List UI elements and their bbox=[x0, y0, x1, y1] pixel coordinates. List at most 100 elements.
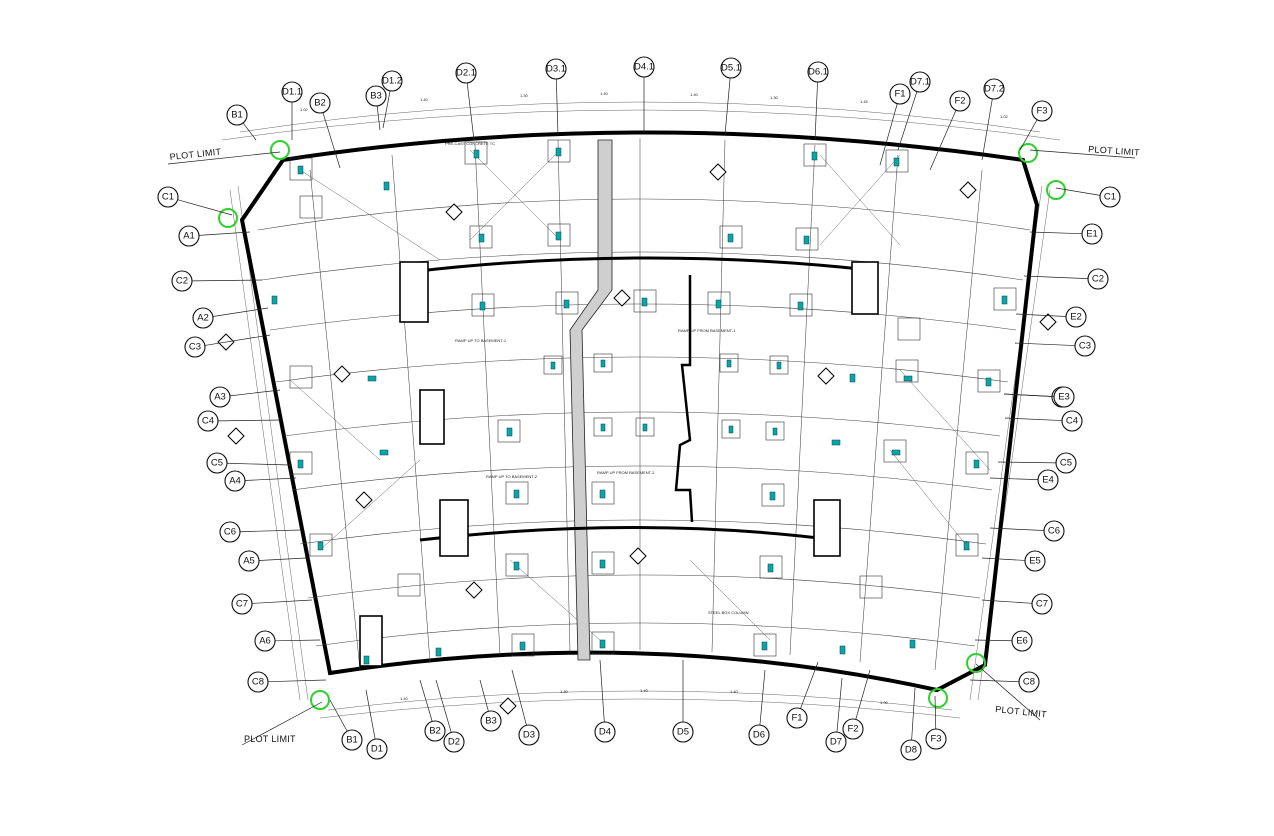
svg-text:D7.2: D7.2 bbox=[984, 84, 1004, 95]
grid-bubble-e5: E5 bbox=[981, 550, 1046, 572]
grid-bubble-e2: E2 bbox=[1015, 306, 1087, 328]
svg-text:F1: F1 bbox=[894, 89, 905, 100]
svg-text:A2: A2 bbox=[197, 313, 209, 324]
section-markers bbox=[217, 163, 1057, 715]
svg-text:D5.1: D5.1 bbox=[721, 63, 741, 74]
svg-text:1.40: 1.40 bbox=[690, 92, 699, 97]
svg-text:B3: B3 bbox=[370, 91, 382, 102]
svg-text:D3: D3 bbox=[523, 730, 535, 741]
grid-bubble-c6: C6 bbox=[219, 521, 301, 543]
note-steel-box-column: STEEL BOX COLUMN bbox=[708, 610, 749, 615]
grid-bubble-c2: C2 bbox=[171, 270, 263, 292]
svg-text:E2: E2 bbox=[1070, 312, 1082, 323]
columns bbox=[271, 139, 1017, 665]
grid-bubble-e1: E1 bbox=[1029, 223, 1103, 245]
plan-notes: RAMP UP TO BASEMENT-1 RAMP UP FROM BASEM… bbox=[445, 141, 749, 615]
grid-bubble-b1: B1 bbox=[329, 699, 363, 751]
grid-bubble-a6: A6 bbox=[254, 630, 321, 652]
grid-bubble-f1: F1 bbox=[879, 83, 911, 166]
svg-text:1.45: 1.45 bbox=[860, 99, 869, 104]
svg-text:E6: E6 bbox=[1016, 636, 1028, 647]
svg-text:1.30: 1.30 bbox=[560, 689, 569, 694]
grid-bubble-d4-1: D4.1 bbox=[633, 56, 655, 133]
svg-text:D4.1: D4.1 bbox=[634, 62, 654, 73]
svg-text:1.40: 1.40 bbox=[640, 688, 649, 693]
grid-bubble-d8: D8 bbox=[900, 687, 922, 761]
svg-text:F3: F3 bbox=[930, 734, 941, 745]
ramp-hatch bbox=[409, 139, 871, 661]
svg-text:C1: C1 bbox=[1104, 192, 1116, 203]
svg-text:C4: C4 bbox=[202, 416, 214, 427]
svg-text:1.40: 1.40 bbox=[400, 696, 409, 701]
grid-bubble-a3: A3 bbox=[209, 386, 281, 408]
grid-bubble-d3: D3 bbox=[511, 669, 540, 746]
svg-text:D3.1: D3.1 bbox=[546, 64, 566, 75]
grid-bubble-c8: C8 bbox=[969, 671, 1040, 693]
svg-text:A6: A6 bbox=[259, 636, 271, 647]
svg-text:E5: E5 bbox=[1029, 556, 1041, 567]
svg-text:C2: C2 bbox=[1092, 274, 1104, 285]
svg-text:C7: C7 bbox=[236, 599, 248, 610]
grid-bubble-c3: C3 bbox=[184, 334, 271, 358]
svg-text:C7: C7 bbox=[1036, 599, 1048, 610]
grid-bubble-d1-1: D1.1 bbox=[281, 81, 303, 140]
svg-text:E4: E4 bbox=[1042, 475, 1054, 486]
svg-text:B1: B1 bbox=[231, 110, 243, 121]
svg-text:D4: D4 bbox=[599, 727, 611, 738]
svg-text:D6.1: D6.1 bbox=[808, 67, 828, 78]
grid-bubble-b2: B2 bbox=[419, 679, 446, 742]
svg-text:D5: D5 bbox=[677, 727, 689, 738]
svg-text:F1: F1 bbox=[791, 713, 802, 724]
svg-text:D1: D1 bbox=[371, 744, 383, 755]
grid-bubble-b3: B3 bbox=[479, 679, 502, 732]
grid-bubble-a4: A4 bbox=[224, 470, 297, 492]
svg-text:D6: D6 bbox=[753, 730, 765, 741]
grid-bubble-c7: C7 bbox=[981, 593, 1053, 615]
grid-bubble-c8: C8 bbox=[247, 671, 327, 693]
grid-bubble-a5: A5 bbox=[238, 550, 307, 572]
svg-text:D1.1: D1.1 bbox=[282, 87, 302, 98]
grid-bubble-d2: D2 bbox=[435, 679, 465, 753]
note-ramp-up-from-b1: RAMP UP FROM BASEMENT-1 bbox=[678, 328, 736, 333]
svg-text:1.40: 1.40 bbox=[600, 91, 609, 96]
grid-bubble-d5: D5 bbox=[672, 660, 694, 743]
grid-bubble-d5-1: D5.1 bbox=[720, 57, 742, 136]
grid-bubble-e6: E6 bbox=[974, 630, 1033, 652]
svg-text:1.40: 1.40 bbox=[420, 97, 429, 102]
grid-bubble-d1: D1 bbox=[365, 689, 388, 760]
svg-text:A3: A3 bbox=[214, 392, 226, 403]
svg-text:F2: F2 bbox=[847, 724, 858, 735]
svg-text:C6: C6 bbox=[224, 527, 236, 538]
grid-bubble-d7-2: D7.2 bbox=[981, 78, 1005, 161]
grid-bubble-a1: A1 bbox=[178, 225, 251, 247]
svg-text:D2: D2 bbox=[448, 737, 460, 748]
grid-bubble-c6: C6 bbox=[989, 520, 1065, 542]
svg-text:C4: C4 bbox=[1066, 416, 1078, 427]
plot-limit-nw: PLOT LIMIT bbox=[169, 147, 222, 162]
grid-bubble-a2: A2 bbox=[192, 307, 269, 329]
svg-text:B2: B2 bbox=[429, 726, 441, 737]
svg-text:1.30: 1.30 bbox=[520, 93, 529, 98]
plot-corner-markers bbox=[218, 140, 1066, 710]
svg-text:1.40: 1.40 bbox=[730, 689, 739, 694]
svg-text:B2: B2 bbox=[314, 98, 326, 109]
svg-text:A1: A1 bbox=[183, 231, 195, 242]
plot-limit-sw: PLOT LIMIT bbox=[244, 734, 296, 744]
svg-text:C2: C2 bbox=[176, 276, 188, 287]
note-ramp-up-to-b1: RAMP UP TO BASEMENT-1 bbox=[455, 338, 507, 343]
svg-text:A5: A5 bbox=[243, 556, 255, 567]
svg-text:C6: C6 bbox=[1048, 526, 1060, 537]
grid-bubble-d1-2: D1.2 bbox=[381, 70, 403, 129]
note-ramp-up-from-b2: RAMP UP FROM BASEMENT-2 bbox=[597, 470, 655, 475]
svg-text:A4: A4 bbox=[229, 476, 241, 487]
grid-bubble-c5: C5 bbox=[997, 452, 1077, 474]
note-ramp-up-to-b2: RAMP UP TO BASEMENT-2 bbox=[486, 474, 538, 479]
plot-limit-se: PLOT LIMIT bbox=[995, 704, 1048, 719]
svg-text:C8: C8 bbox=[252, 677, 264, 688]
svg-text:D8: D8 bbox=[905, 745, 917, 756]
svg-text:F3: F3 bbox=[1036, 106, 1047, 117]
stair-cores bbox=[359, 261, 879, 667]
